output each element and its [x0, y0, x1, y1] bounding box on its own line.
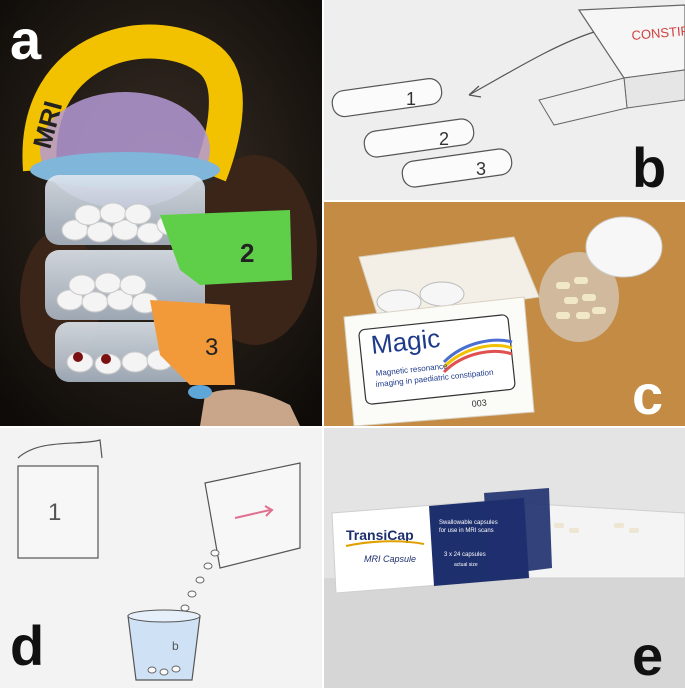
jar-cap: [585, 216, 663, 278]
vial-3: [401, 148, 513, 188]
panel-a-letter: a: [10, 8, 42, 71]
tier-three-label: 3: [205, 334, 218, 361]
vial-1: [331, 78, 443, 118]
panel-e: TransiCap MRI Capsule Swallowable capsul…: [324, 428, 685, 688]
green-tab: [160, 210, 292, 285]
transicap-blurb-1: Swallowable capsules: [439, 520, 498, 526]
pill-jar: [539, 252, 619, 342]
transicap-size-note: actual size: [454, 562, 478, 568]
vial-number-3: 3: [476, 159, 486, 179]
carton-label: CONSTIP: [631, 23, 685, 43]
sachet-sketch-2: [204, 462, 301, 569]
panel-c: Magic Magnetic resonance imaging in paed…: [324, 202, 685, 426]
magic-brand: Magic: [369, 323, 441, 360]
transicap-subtitle: MRI Capsule: [364, 554, 416, 564]
transicap-blurb-2: for use in MRI scans: [439, 528, 494, 534]
orange-tab: [150, 300, 235, 385]
yellow-band: [22, 24, 243, 182]
tier-two-label: 2: [240, 238, 254, 268]
carton-sketch: [577, 4, 685, 79]
sachet-number: 1: [48, 499, 61, 526]
transicap-brand: TransiCap: [346, 527, 414, 543]
vial-2: [363, 118, 475, 158]
panel-b-letter: b: [632, 136, 667, 199]
panel-d-sketch: 1 b: [17, 439, 301, 681]
panel-b: CONSTIP 1 2 3 b: [324, 0, 685, 200]
sachet-sketch-1: [17, 465, 99, 559]
panel-c-letter: c: [632, 363, 664, 426]
panel-b-sketch: CONSTIP 1 2 3: [331, 4, 685, 188]
box-code: 003: [471, 397, 487, 409]
cup-mark: b: [172, 639, 179, 653]
panel-d: 1 b d: [0, 428, 322, 688]
panel-a-photo: MRI 2 3: [0, 0, 322, 426]
panel-e-letter: e: [632, 624, 664, 687]
panel-a: MRI 2 3 a: [0, 0, 322, 426]
vial-number-2: 2: [439, 129, 449, 149]
panel-c-photo: Magic Magnetic resonance imaging in paed…: [324, 202, 685, 426]
transicap-count: 3 x 24 capsules: [444, 552, 486, 558]
hand-bottom: [200, 389, 300, 426]
vial-number-1: 1: [406, 89, 416, 109]
panel-d-letter: d: [10, 614, 45, 677]
panel-e-photo: TransiCap MRI Capsule Swallowable capsul…: [324, 428, 685, 688]
